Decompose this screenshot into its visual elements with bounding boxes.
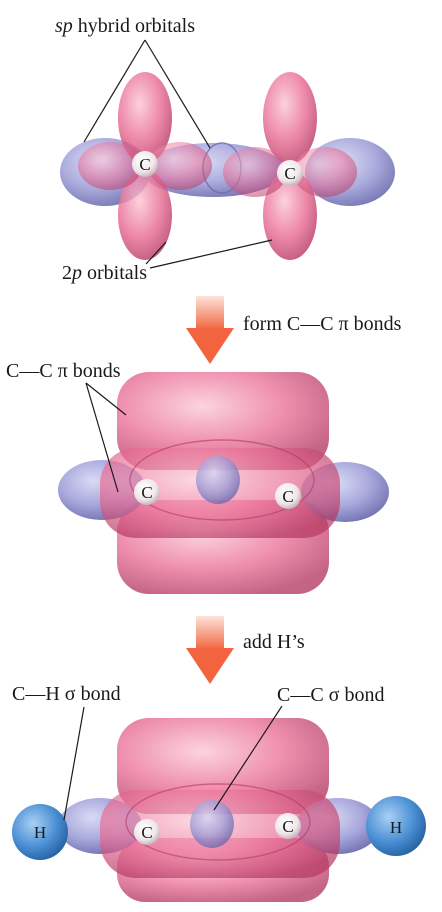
carbon-atom-2: C (275, 483, 301, 509)
sigma-bond-center (190, 800, 234, 848)
p-lobe-c2-top (263, 72, 317, 164)
reaction-arrow-1: form C—C π bonds (186, 296, 402, 364)
carbon-atom-2: C (275, 813, 301, 839)
ch-sigma-label: C—H σ bond (12, 683, 121, 705)
carbon-atom-1: C (134, 819, 160, 845)
reaction-arrow-2: add H’s (186, 616, 305, 684)
p-leader-right (150, 240, 272, 268)
carbon-atom-1: C (132, 151, 158, 177)
sp-hybrid-label: sp hybrid orbitals (55, 15, 195, 37)
hydrogen-atom-right: H (366, 796, 426, 856)
hydrogen-label: H (390, 818, 402, 837)
sigma-bond-center (196, 456, 240, 504)
step-form-pi-label: form C—C π bonds (243, 313, 402, 335)
panel-pi-bonds: C C C—C π bonds (6, 360, 389, 594)
carbon-label: C (282, 817, 293, 836)
hydrogen-label: H (34, 823, 46, 842)
carbon-label: C (139, 155, 150, 174)
carbon-atom-1: C (134, 479, 160, 505)
carbon-label: C (284, 164, 295, 183)
panel-acetylene: H H C C C—H σ bond C—C σ bond (12, 683, 426, 902)
carbon-atom-2: C (277, 160, 303, 186)
hydrogen-atom-left: H (12, 804, 68, 860)
step-add-h-label: add H’s (243, 631, 305, 653)
p-orbitals-label: 2p orbitals (62, 262, 147, 284)
panel-sp-hybrid: C C sp hybrid orbitals 2p orbitals (55, 15, 395, 284)
carbon-label: C (141, 483, 152, 502)
carbon-label: C (282, 487, 293, 506)
carbon-label: C (141, 823, 152, 842)
pi-bonds-label: C—C π bonds (6, 360, 121, 382)
cc-sigma-label: C—C σ bond (277, 684, 384, 706)
